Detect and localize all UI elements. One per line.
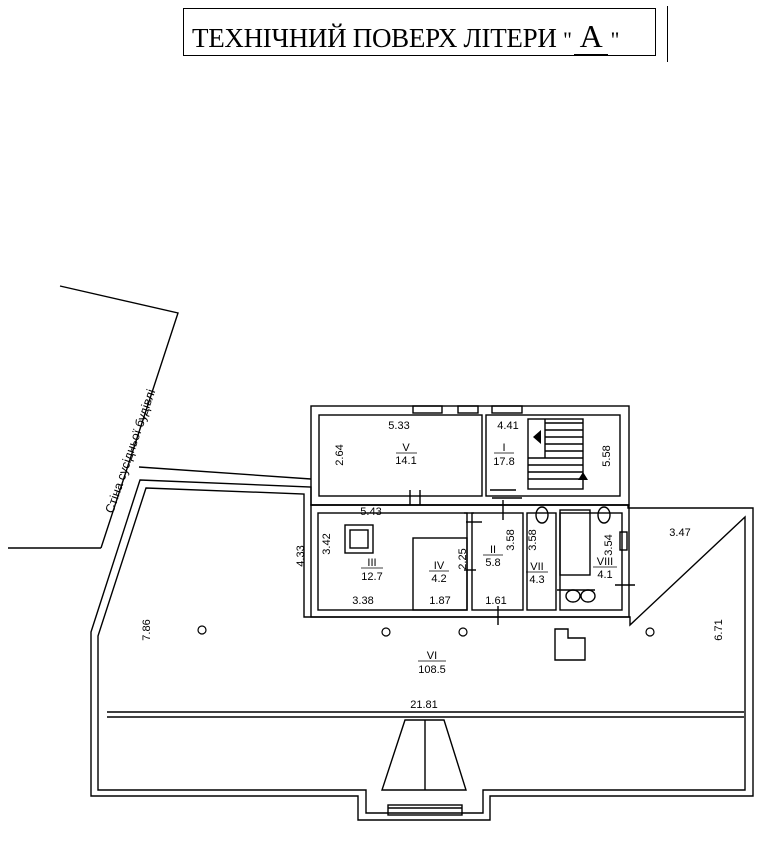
room-iii-numeral: III: [367, 557, 376, 569]
title-text: ТЕХНІЧНИЙ ПОВЕРХ ЛІТЕРИ: [192, 23, 557, 53]
room-iv-area: 4.2: [431, 573, 446, 585]
neighbor-wall: [59, 285, 179, 549]
dim-v-height: 2.64: [334, 444, 346, 465]
room-ii-numeral: II: [490, 544, 496, 556]
dim-block-height: 4.33: [295, 545, 307, 566]
dim-v-width: 5.33: [388, 420, 409, 432]
dim-i-height: 5.58: [601, 445, 613, 466]
title-quote-close: ": [610, 27, 620, 52]
room-viii-numeral: VIII: [597, 556, 614, 568]
upper-block-outer: [310, 405, 630, 506]
roof-outline-inner: [97, 487, 746, 814]
column-marker: [645, 627, 655, 637]
dim-viii-height: 3.54: [603, 534, 615, 555]
room-iii-area: 12.7: [361, 571, 382, 583]
plan-title: ТЕХНІЧНИЙ ПОВЕРХ ЛІТЕРИ "А": [192, 18, 619, 55]
staircase: [527, 418, 584, 490]
neighbor-wall-label: Стіна сусідньої будівлі: [103, 387, 159, 515]
dim-bottom-2: 1.87: [429, 595, 450, 607]
dim-bottom-3: 1.61: [485, 595, 506, 607]
dim-iv-height: 2.25: [457, 548, 469, 569]
room-ii-area: 5.8: [485, 557, 500, 569]
sink-icon: [580, 589, 596, 603]
dim-iii-height: 3.42: [321, 533, 333, 554]
room-i-area: 17.8: [493, 456, 514, 468]
column-marker: [381, 627, 391, 637]
side-vent: [619, 531, 628, 551]
dim-i-width: 4.41: [497, 420, 518, 432]
lower-block-outer: [310, 504, 630, 618]
stair-arrow-icon: [578, 472, 588, 480]
room-viii-area: 4.1: [597, 569, 612, 581]
window: [457, 405, 479, 414]
dim-ii-height: 3.58: [505, 529, 517, 550]
room-vii-numeral: VII: [530, 561, 543, 573]
room-vii-walls: [526, 512, 557, 611]
toilet-icon: [535, 506, 549, 524]
title-frame: ТЕХНІЧНИЙ ПОВЕРХ ЛІТЕРИ "А": [183, 8, 656, 56]
room-v-area: 14.1: [395, 455, 416, 467]
room-iv-walls: [412, 537, 468, 611]
title-quote-open: ": [562, 27, 572, 52]
dim-iii-width: 5.43: [360, 506, 381, 518]
room-v-walls: [318, 414, 483, 497]
window: [412, 405, 443, 414]
dim-total-width: 21.81: [410, 699, 438, 711]
stair-arrow-icon: [533, 430, 541, 444]
shaft: [559, 509, 591, 576]
room-vi-area: 108.5: [418, 664, 446, 676]
room-i-walls: [485, 414, 621, 497]
title-letter: А: [573, 18, 609, 55]
room-vi-numeral: VI: [427, 650, 437, 662]
dim-bottom-1: 3.38: [352, 595, 373, 607]
toilet-icon: [597, 506, 611, 524]
dim-right-height: 6.71: [713, 619, 725, 640]
window: [491, 405, 523, 414]
title-side-rule: [667, 6, 668, 62]
room-vii-area: 4.3: [529, 574, 544, 586]
central-ramp: [381, 719, 467, 791]
vent-box: [554, 628, 586, 661]
dim-right-width: 3.47: [669, 527, 690, 539]
column-marker: [458, 627, 468, 637]
room-i-numeral: I: [502, 442, 505, 454]
room-iv-numeral: IV: [434, 560, 445, 572]
roof-outline-outer: [90, 479, 754, 821]
dim-left-height: 7.86: [141, 619, 153, 640]
column-marker: [197, 625, 207, 635]
skylight-inner: [349, 529, 369, 549]
neighbor-wall-link: [138, 466, 312, 480]
skylight: [344, 524, 374, 554]
dim-vii-height: 3.58: [527, 529, 539, 550]
room-v-numeral: V: [402, 442, 410, 454]
ramp-step-box: [387, 804, 463, 816]
sink-icon: [565, 589, 581, 603]
